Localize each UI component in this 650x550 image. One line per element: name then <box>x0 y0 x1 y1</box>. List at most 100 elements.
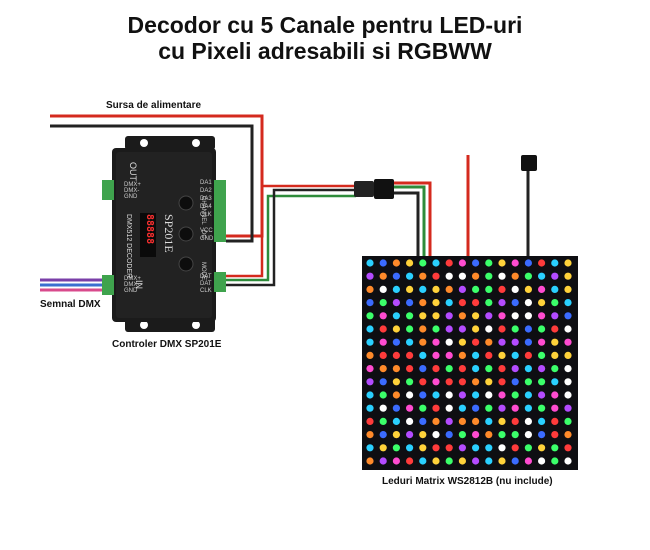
led-dot <box>419 431 426 438</box>
led-dot <box>512 418 519 425</box>
led-dot <box>446 378 453 385</box>
led-dot <box>564 365 571 372</box>
led-dot <box>419 457 426 464</box>
led-dot <box>419 273 426 280</box>
channel-label: CHANNEL <box>200 196 206 225</box>
led-dot <box>432 378 439 385</box>
led-dot <box>538 431 545 438</box>
led-dot <box>459 286 466 293</box>
led-dot <box>459 352 466 359</box>
led-dot <box>459 457 466 464</box>
led-dot <box>512 339 519 346</box>
led-dot <box>419 365 426 372</box>
led-dot <box>459 378 466 385</box>
led-dot <box>538 418 545 425</box>
led-dot <box>406 405 413 412</box>
led-dot <box>525 418 532 425</box>
led-dot <box>459 299 466 306</box>
led-dot <box>512 391 519 398</box>
led-dot <box>380 273 387 280</box>
led-dot <box>512 259 519 266</box>
led-dot <box>525 299 532 306</box>
led-dot <box>485 259 492 266</box>
led-dot <box>380 325 387 332</box>
decoder-text: DMX512 DECODER <box>125 214 132 278</box>
led-dot <box>485 405 492 412</box>
led-dot <box>525 259 532 266</box>
led-dot <box>512 405 519 412</box>
led-dot <box>564 273 571 280</box>
led-dot <box>380 339 387 346</box>
led-dot <box>564 431 571 438</box>
led-dot <box>551 299 558 306</box>
led-dot <box>538 339 545 346</box>
led-dot <box>393 286 400 293</box>
led-dot <box>380 299 387 306</box>
led-dot <box>538 325 545 332</box>
led-dot <box>472 457 479 464</box>
led-dot <box>432 391 439 398</box>
led-dot <box>472 312 479 319</box>
led-dot <box>406 339 413 346</box>
led-dot <box>393 457 400 464</box>
led-dot <box>498 391 505 398</box>
led-dot <box>564 299 571 306</box>
led-dot <box>512 444 519 451</box>
led-dot <box>459 339 466 346</box>
led-dot <box>472 444 479 451</box>
led-dot <box>551 378 558 385</box>
pin-da1: DA1 <box>200 180 212 186</box>
led-dot <box>432 325 439 332</box>
led-dot <box>366 339 373 346</box>
led-dot <box>485 352 492 359</box>
led-dot <box>406 365 413 372</box>
led-dot <box>525 444 532 451</box>
led-dot <box>406 444 413 451</box>
led-dot <box>366 299 373 306</box>
led-dot <box>432 444 439 451</box>
led-dot <box>366 286 373 293</box>
led-dot <box>498 444 505 451</box>
led-dot <box>432 431 439 438</box>
led-dot <box>419 259 426 266</box>
led-dot <box>459 365 466 372</box>
dmx-input-wires <box>40 280 110 290</box>
led-dot <box>432 312 439 319</box>
led-dot <box>393 299 400 306</box>
led-dot <box>393 312 400 319</box>
led-dot <box>498 418 505 425</box>
led-dot <box>498 431 505 438</box>
led-dot <box>564 418 571 425</box>
led-dot <box>525 431 532 438</box>
out-label: OUT <box>128 162 138 181</box>
led-dot <box>419 352 426 359</box>
led-dot <box>564 286 571 293</box>
led-dot <box>485 444 492 451</box>
led-dot <box>393 391 400 398</box>
led-dot <box>419 339 426 346</box>
led-dot <box>512 325 519 332</box>
led-dot <box>564 339 571 346</box>
led-dot <box>512 273 519 280</box>
led-dot <box>472 299 479 306</box>
led-dot <box>538 312 545 319</box>
led-dot <box>380 391 387 398</box>
led-dot <box>472 286 479 293</box>
led-dot <box>525 312 532 319</box>
led-dot <box>551 418 558 425</box>
led-dot <box>393 339 400 346</box>
pin-dat-1: DAT <box>200 274 212 280</box>
jst-connector <box>354 155 537 199</box>
pin-da2: DA2 <box>200 188 212 194</box>
led-dot <box>459 431 466 438</box>
led-dot <box>366 391 373 398</box>
led-dot <box>446 273 453 280</box>
led-dot <box>366 418 373 425</box>
led-dot <box>366 378 373 385</box>
led-dot <box>538 273 545 280</box>
led-dot <box>538 286 545 293</box>
led-dot <box>432 457 439 464</box>
led-dot <box>419 418 426 425</box>
led-dot <box>446 405 453 412</box>
led-dot <box>472 418 479 425</box>
